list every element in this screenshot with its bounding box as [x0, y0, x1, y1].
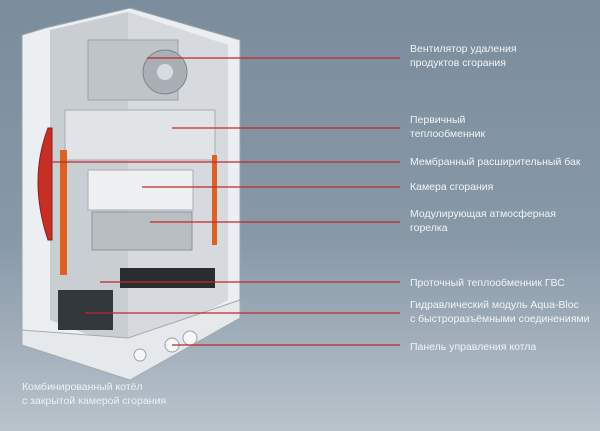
label-line: Гидравлический модуль Aqua-Bloc [410, 299, 579, 311]
label-line: Панель управления котла [410, 341, 537, 353]
label-primary-heat-exchanger: Первичный теплообменник [410, 113, 485, 141]
label-flue-fan: Вентилятор удаления продуктов сгорания [410, 42, 517, 70]
label-line: Первичный [410, 114, 466, 126]
label-line: Вентилятор удаления [410, 43, 517, 55]
dhw-heat-exchanger [120, 268, 215, 288]
primary-heat-exchanger [64, 109, 216, 161]
label-control-panel: Панель управления котла [410, 340, 536, 354]
label-dhw-heat-exchanger: Проточный теплообменник ГВС [410, 276, 565, 290]
burner [91, 211, 193, 251]
label-line: Камера сгорания [410, 181, 494, 193]
control-knob [182, 330, 198, 346]
label-line: продуктов сгорания [410, 57, 506, 69]
label-combustion-chamber: Камера сгорания [410, 180, 493, 194]
figure-caption: Комбинированный котёл с закрытой камерой… [22, 380, 166, 408]
label-line: Модулирующая атмосферная [410, 208, 556, 220]
hydraulic-module [58, 290, 113, 330]
label-line: Мембранный расширительный бак [410, 156, 581, 168]
label-expansion-tank: Мембранный расширительный бак [410, 155, 580, 169]
control-panel [21, 299, 241, 381]
caption-line: Комбинированный котёл [22, 381, 143, 393]
label-line: Проточный теплообменник ГВС [410, 277, 565, 289]
label-burner: Модулирующая атмосферная горелка [410, 207, 556, 235]
label-line: с быстроразъёмными соединениями [410, 313, 590, 325]
label-line: горелка [410, 222, 448, 234]
combustion-chamber [87, 169, 194, 211]
label-hydraulic-module: Гидравлический модуль Aqua-Bloc с быстро… [410, 298, 589, 326]
pipe-right [212, 155, 217, 245]
label-line: теплообменник [410, 128, 486, 140]
pipe-left [60, 150, 67, 275]
expansion-tank [37, 127, 53, 241]
pressure-gauge [133, 348, 147, 362]
fan-hub [157, 64, 173, 80]
caption-line: с закрытой камерой сгорания [22, 395, 167, 407]
